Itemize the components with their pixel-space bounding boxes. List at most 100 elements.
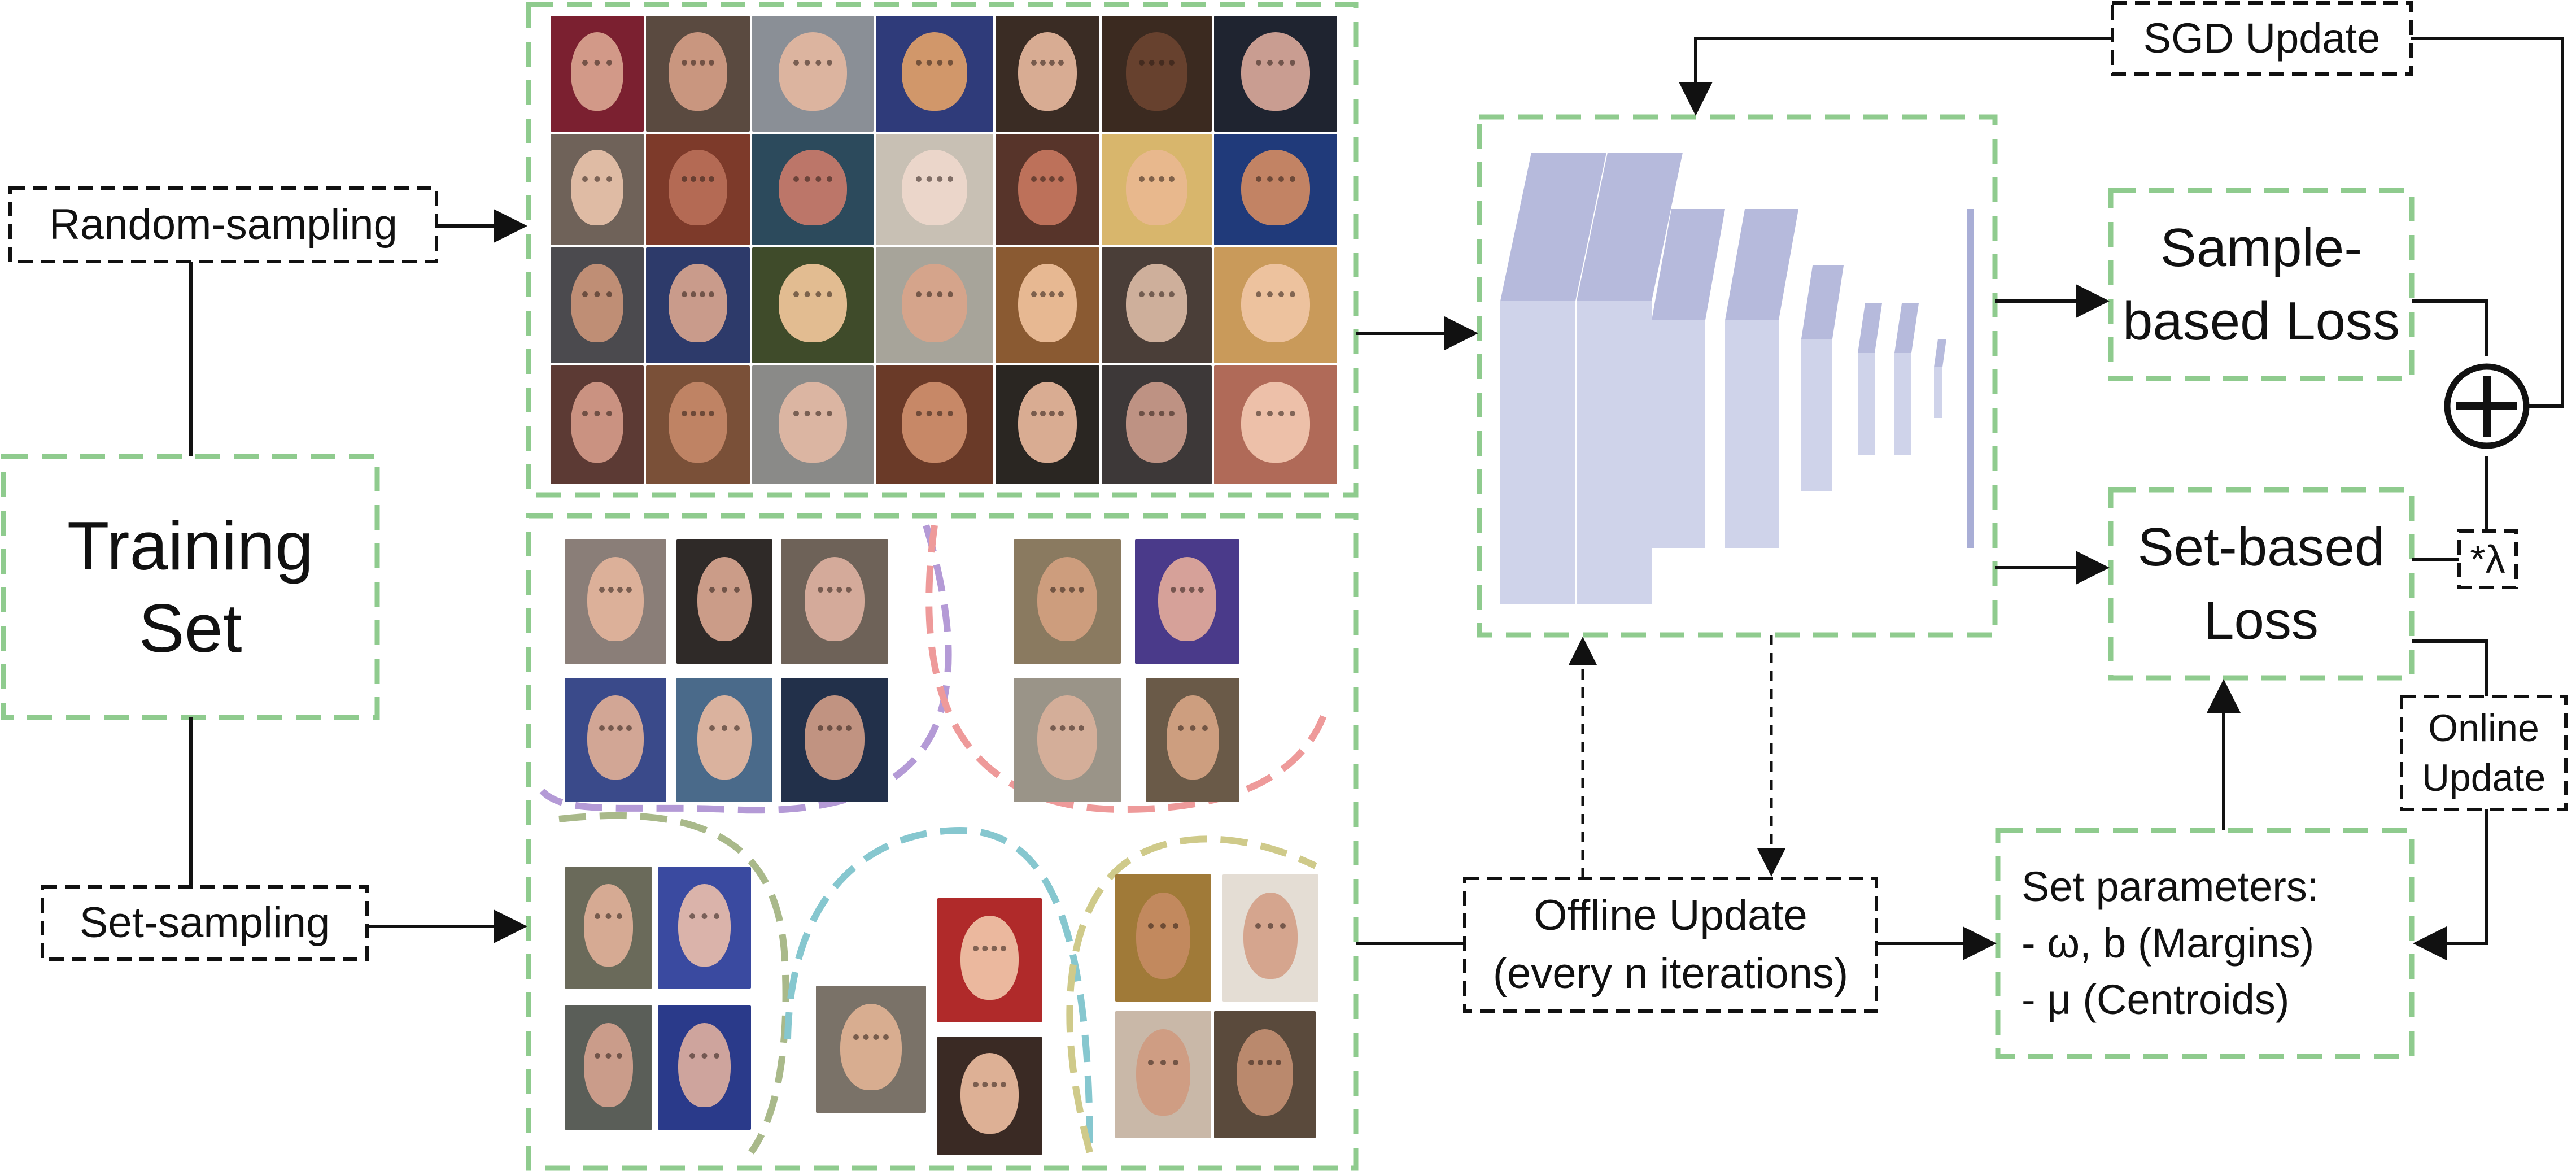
face-photo-icon [1102, 134, 1212, 245]
face-photo-icon [646, 247, 750, 363]
set-batch-box [526, 513, 1359, 1171]
separator-teal [784, 826, 1093, 1153]
circled-plus-icon [2444, 363, 2530, 449]
layer-8 [1934, 367, 1942, 418]
layer-4-top [1725, 209, 1798, 320]
face-photo-icon [1014, 678, 1121, 802]
layer-5 [1801, 339, 1832, 491]
face-photo-icon [1115, 874, 1211, 1002]
layer-6-top [1858, 303, 1882, 353]
set-loss-box [2108, 487, 2415, 681]
face-photo-icon [752, 247, 874, 363]
face-photo-icon [1214, 247, 1337, 363]
separator-olive [558, 812, 789, 1155]
arrows [367, 37, 2564, 960]
face-photo-icon [1102, 365, 1212, 484]
face-photo-icon [1214, 16, 1337, 132]
set-params-box [1995, 828, 2415, 1059]
face-photo-icon [1014, 539, 1121, 664]
offline-update-label: Offline Update (every n iterations) [1492, 891, 1849, 998]
arrow-sgd-to-network [1679, 37, 2112, 116]
layer-8-top [1934, 339, 1946, 367]
dashed-arrows [1569, 635, 1785, 878]
face-photo-icon [551, 247, 644, 363]
set-params-label: Set parameters: - ω, b (Margins) - μ (Ce… [2021, 863, 2319, 1023]
layer-7 [1894, 353, 1911, 455]
face-photo-icon [658, 867, 751, 989]
layer-1 [1500, 301, 1575, 604]
face-photo-icon [876, 247, 993, 363]
line-sum-to-sgd [2411, 37, 2564, 408]
face-photo-icon [565, 678, 666, 802]
layer-5-top [1801, 265, 1844, 339]
layer-2-top [1577, 153, 1683, 301]
face-photo-icon [565, 539, 666, 664]
face-photo-icon [752, 134, 874, 245]
face-photo-icon [646, 365, 750, 484]
separator-red [925, 525, 1330, 813]
face-photo-icon [565, 867, 652, 989]
random-batch-box [526, 2, 1359, 498]
random-sampling-box [8, 186, 438, 263]
sgd-update-label: SGD Update [2143, 15, 2381, 62]
face-photo-icon [1115, 1011, 1211, 1138]
layer-6 [1858, 353, 1875, 455]
face-photo-icon [996, 16, 1099, 132]
network-box [1477, 114, 1998, 638]
face-photo-icon [996, 247, 1099, 363]
layer-2 [1577, 301, 1652, 604]
line-setloss-to-online [2412, 639, 2488, 696]
face-photo-icon [781, 678, 888, 802]
face-photo-icon [876, 16, 993, 132]
face-photo-icon [816, 986, 926, 1113]
face-photo-icon [752, 16, 874, 132]
face-photo-icon [676, 539, 772, 664]
face-photo-icon [876, 134, 993, 245]
face-photo-icon [551, 16, 644, 132]
separator-khaki [1066, 835, 1317, 1153]
set-loss-label: Set-based Loss [2137, 516, 2385, 651]
sgd-update-box [2111, 1, 2413, 76]
face-photo-icon [1102, 247, 1212, 363]
set-separators [539, 524, 1330, 1155]
face-photo-icon [1214, 1011, 1316, 1138]
set-sampling-box [41, 885, 369, 961]
face-photo-icon [551, 365, 644, 484]
cnn-layer-stack-icon [1500, 153, 1974, 604]
layer-7-top [1894, 303, 1919, 353]
face-photo-icon [937, 898, 1042, 1022]
face-photo-icon [551, 134, 644, 245]
face-photo-icon [996, 134, 1099, 245]
face-photo-icon [565, 1005, 652, 1130]
face-photo-icon [1214, 365, 1337, 484]
layer-4 [1725, 320, 1779, 548]
face-photo-icon [1222, 874, 1318, 1002]
random-sampling-label: Random-sampling [49, 201, 398, 249]
sample-loss-box [2108, 188, 2415, 381]
offline-update-box [1463, 877, 1878, 1013]
layer-3 [1652, 320, 1705, 548]
set-sampling-label: Set-sampling [79, 899, 330, 947]
face-photo-icon [1135, 539, 1239, 664]
face-photo-icon [1214, 134, 1337, 245]
face-photo-icon [658, 1005, 751, 1130]
face-photo-icon [1146, 678, 1239, 802]
face-photo-icon [781, 539, 888, 664]
face-photo-icon [646, 16, 750, 132]
arrow-online-to-params [2413, 809, 2488, 960]
face-photo-icon [752, 365, 874, 484]
face-photo-icon [876, 365, 993, 484]
face-photo-icon [937, 1037, 1042, 1155]
connectors [189, 262, 2488, 945]
online-update-label: Online Update [2421, 706, 2546, 799]
training-set-label: Training Set [67, 507, 314, 667]
feature-vector [1967, 209, 1974, 548]
label-boxes [8, 1, 2568, 1013]
lambda-label: *λ [2470, 537, 2505, 581]
face-photo-icon [996, 365, 1099, 484]
layer-1-top [1500, 153, 1606, 301]
face-photo-icon [646, 134, 750, 245]
face-photo-icon [1102, 16, 1212, 132]
online-update-box [2400, 695, 2568, 811]
